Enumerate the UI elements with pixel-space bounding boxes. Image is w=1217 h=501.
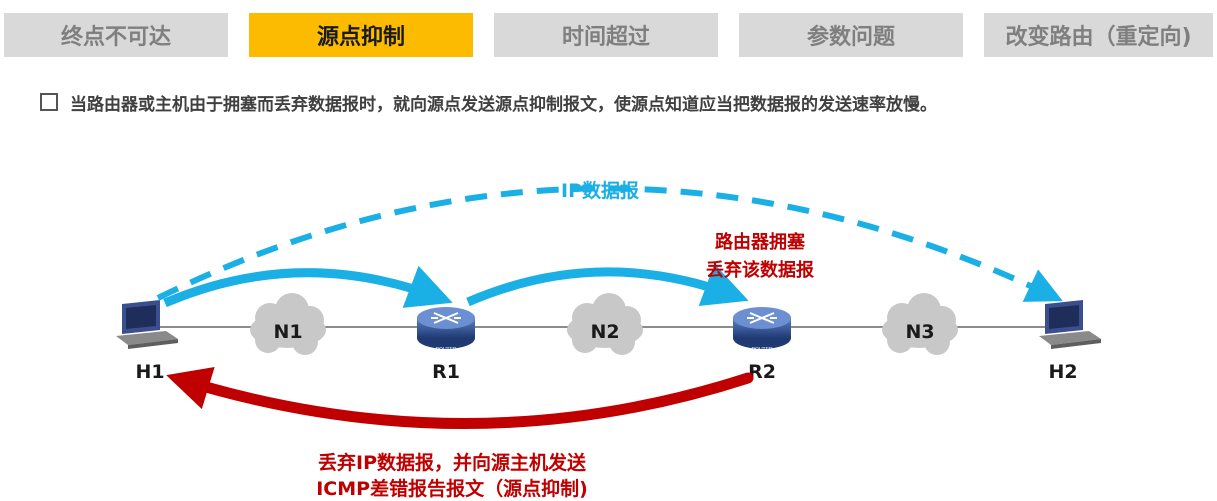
router-r1-badge: ROUTER bbox=[435, 347, 457, 353]
cloud-n3-label: N3 bbox=[905, 321, 934, 343]
host-h2-computer-icon bbox=[1039, 300, 1101, 349]
tab-source-quench[interactable]: 源点抑制 bbox=[249, 13, 473, 57]
node-r2-label: R2 bbox=[748, 361, 776, 383]
tab-redirect[interactable]: 改变路由（重定向) bbox=[984, 13, 1213, 57]
cloud-n2-label: N2 bbox=[590, 321, 619, 343]
cloud-n3-icon bbox=[882, 293, 958, 355]
icmp-label-line1: 丢弃IP数据报，并向源主机发送 bbox=[318, 451, 587, 474]
cloud-n1-icon bbox=[250, 293, 326, 355]
r1-to-r2-arrow bbox=[466, 263, 749, 307]
tab-parameter-problem[interactable]: 参数问题 bbox=[739, 13, 963, 57]
host-h1-computer-icon bbox=[116, 300, 178, 349]
description-row: 当路由器或主机由于拥塞而丢弃数据报时，就向源点发送源点抑制报文，使源点知道应当把… bbox=[40, 90, 937, 115]
cloud-n2-icon bbox=[567, 293, 643, 355]
congestion-label-line1: 路由器拥塞 bbox=[715, 231, 806, 253]
router-r1-icon: ROUTER bbox=[417, 307, 475, 353]
cloud-n1-label: N1 bbox=[273, 321, 302, 343]
node-h2-label: H2 bbox=[1048, 361, 1077, 383]
description-text: 当路由器或主机由于拥塞而丢弃数据报时，就向源点发送源点抑制报文，使源点知道应当把… bbox=[70, 94, 937, 115]
ip-datagram-dashed-arrow bbox=[156, 185, 1063, 302]
node-r1-label: R1 bbox=[432, 361, 460, 383]
icmp-label-line2: ICMP差错报告报文（源点抑制) bbox=[316, 477, 588, 500]
router-r2-badge: ROUTER bbox=[751, 347, 773, 353]
router-r2-icon: ROUTER bbox=[733, 307, 791, 353]
icmp-return-arrow bbox=[166, 366, 754, 429]
ip-datagram-label: IP数据报 bbox=[561, 179, 639, 202]
tab-time-exceeded[interactable]: 时间超过 bbox=[494, 13, 718, 57]
tab-bar: 终点不可达 源点抑制 时间超过 参数问题 改变路由（重定向) bbox=[0, 13, 1217, 57]
tab-destination-unreachable[interactable]: 终点不可达 bbox=[4, 13, 228, 57]
bullet-checkbox-icon bbox=[40, 93, 58, 111]
congestion-label-line2: 丢弃该数据报 bbox=[706, 259, 814, 281]
node-h1-label: H1 bbox=[135, 361, 164, 383]
h1-to-r1-arrow bbox=[163, 265, 453, 308]
